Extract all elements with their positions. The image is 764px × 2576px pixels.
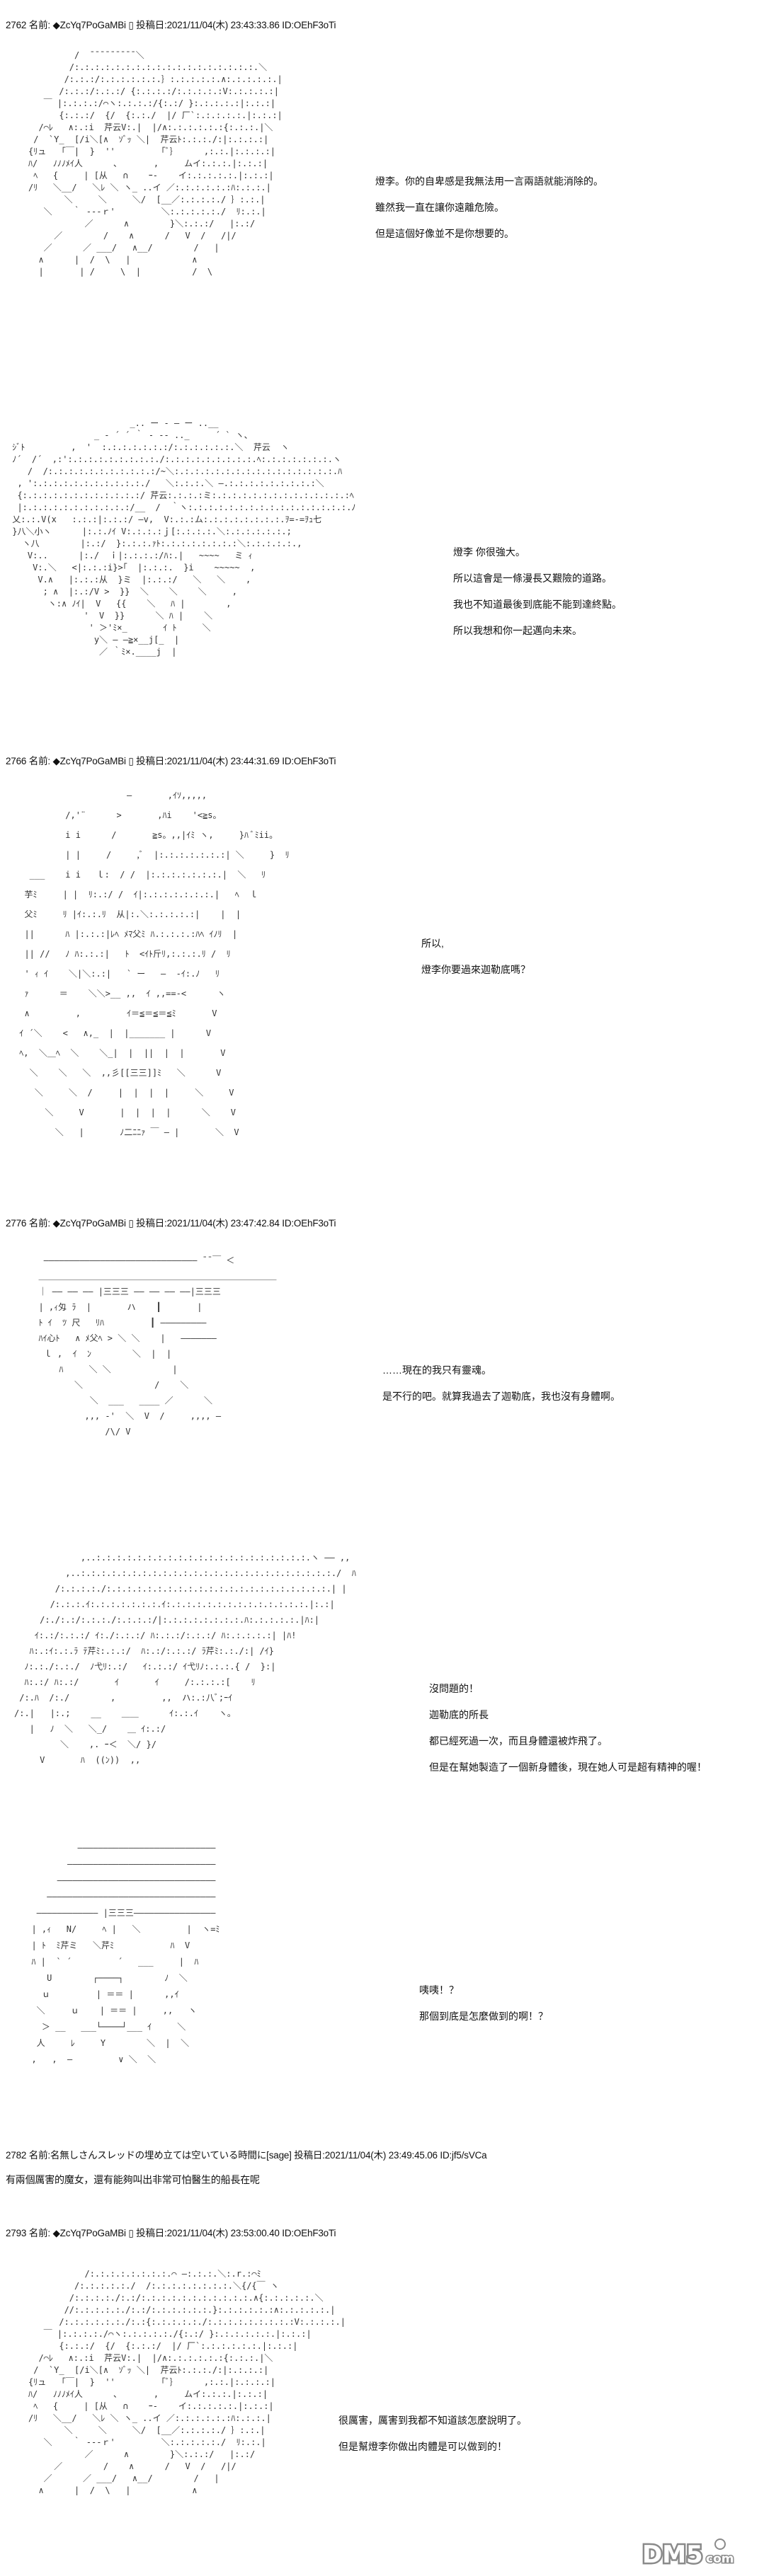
dialogue-line: 是不行的吧。就算我過去了迦勒底，我也沒有身體啊。: [382, 1391, 620, 1402]
post-header: 2782 名前:名無しさんスレッドの埋め立ては空いている時間に[sage] 投稿…: [6, 2150, 487, 2161]
dialogue-line: 都已經死過一次，而且身體還被炸飛了。: [429, 1735, 608, 1747]
post-header: 2776 名前: ◆ZcYq7PoGaMBi ▯ 投稿日:2021/11/04(…: [6, 1218, 336, 1229]
dialogue: 咦咦！？ 那個到底是怎麼做到的啊！？: [419, 1977, 548, 2030]
dialogue-line: 沒問題的！: [429, 1683, 479, 1694]
dialogue-line: 咦咦！？: [419, 1984, 459, 1996]
ascii-art: _.. ー ‐ ― ー ..__ _ ‐ ´ ´ ｀ ‐ -- .._ ´ ` …: [12, 418, 356, 657]
dialogue-line: 所以,: [421, 938, 444, 949]
svg-text:com: com: [706, 2552, 734, 2566]
dialogue-line: 迦勒底的所長: [429, 1709, 489, 1720]
dialogue: 沒問題的！ 迦勒底的所長 都已經死過一次，而且身體還被炸飛了。 但是在幫她製造了…: [429, 1676, 707, 1781]
dialogue: 所以, 燈李你要過來迦勒底嗎？: [421, 931, 530, 983]
dialogue-line: 但是這個好像並不是你想要的。: [375, 228, 514, 239]
dm5-logo: DM5 com: [641, 2538, 735, 2567]
dialogue: 很厲害，厲害到我都不知道該怎麼說明了。 但是幫燈李你做出肉體是可以做到的！: [338, 2408, 527, 2460]
post-header: 2766 名前: ◆ZcYq7PoGaMBi ▯ 投稿日:2021/11/04(…: [6, 756, 336, 766]
ascii-art: / ̄ ̄ ̄ ̄ ̄ ̄ ̄ ̄ ̄ ＼ /:.:.:.:.:.:.:.:.:…: [28, 50, 283, 277]
ascii-art: ― ,ｲｿ,,,,, /,'¨ > ,ﾊi '<≧s。 i i / ≧s。,,|…: [19, 790, 290, 1137]
dialogue-line: 很厲害，厲害到我都不知道該怎麼說明了。: [338, 2415, 527, 2426]
dialogue-line: 燈李 你很強大。: [453, 546, 525, 558]
dialogue-line: 雖然我一直在讓你遠離危險。: [375, 202, 504, 213]
dialogue-line: 但是在幫她製造了一個新身體後，現在她人可是超有精神的喔！: [429, 1761, 707, 1773]
dialogue-line: 燈李你要過來迦勒底嗎？: [421, 964, 530, 975]
ascii-art: ,..:.:.:.:.:.:.:.:.:.:.:.:.:.:.:.:.:.:.:…: [14, 1553, 356, 1765]
dialogue: ……現在的我只有靈魂。 是不行的吧。就算我過去了迦勒底，我也沒有身體啊。: [382, 1357, 620, 1410]
dialogue: 燈李。你的自卑感是我無法用一言兩語就能消除的。 雖然我一直在讓你遠離危險。 但是…: [375, 168, 603, 247]
dialogue-line: 所以這會是一條漫長又艱險的道路。: [453, 573, 612, 584]
post-header: 2762 名前: ◆ZcYq7PoGaMBi ▯ 投稿日:2021/11/04(…: [6, 20, 336, 30]
dialogue-line: 那個到底是怎麼做到的啊！？: [419, 2011, 548, 2022]
ascii-art: /:.:.:.:.:.:.:.:.⌒ ―:.:.:.＼:.r.:⌒ﾐ /:.:.…: [28, 2269, 346, 2495]
dialogue: 燈李 你很強大。 所以這會是一條漫長又艱險的道路。 我也不知道最後到底能不能到達…: [453, 539, 622, 644]
dialogue-line: 我也不知道最後到底能不能到達終點。: [453, 599, 622, 610]
dialogue-line: 但是幫燈李你做出肉體是可以做到的！: [338, 2441, 507, 2452]
ascii-art: ――――――――――――――――――――――――――― ――――――――――――…: [31, 1843, 220, 2064]
svg-text:DM5: DM5: [642, 2541, 703, 2567]
dialogue-line: ……現在的我只有靈魂。: [382, 1364, 491, 1376]
post-body: 有兩個厲害的魔女，還有能夠叫出非常可怕醫生的船長在呢: [6, 2174, 260, 2185]
ascii-art: ―――――――――――――――――――――――――――――― ̄ ̄ ￣ ＜ ＿…: [38, 1255, 277, 1437]
dialogue-line: 所以我想和你一起邁向未來。: [453, 625, 582, 636]
post-header: 2793 名前: ◆ZcYq7PoGaMBi ▯ 投稿日:2021/11/04(…: [6, 2228, 336, 2238]
dialogue-line: 燈李。你的自卑感是我無法用一言兩語就能消除的。: [375, 176, 603, 187]
